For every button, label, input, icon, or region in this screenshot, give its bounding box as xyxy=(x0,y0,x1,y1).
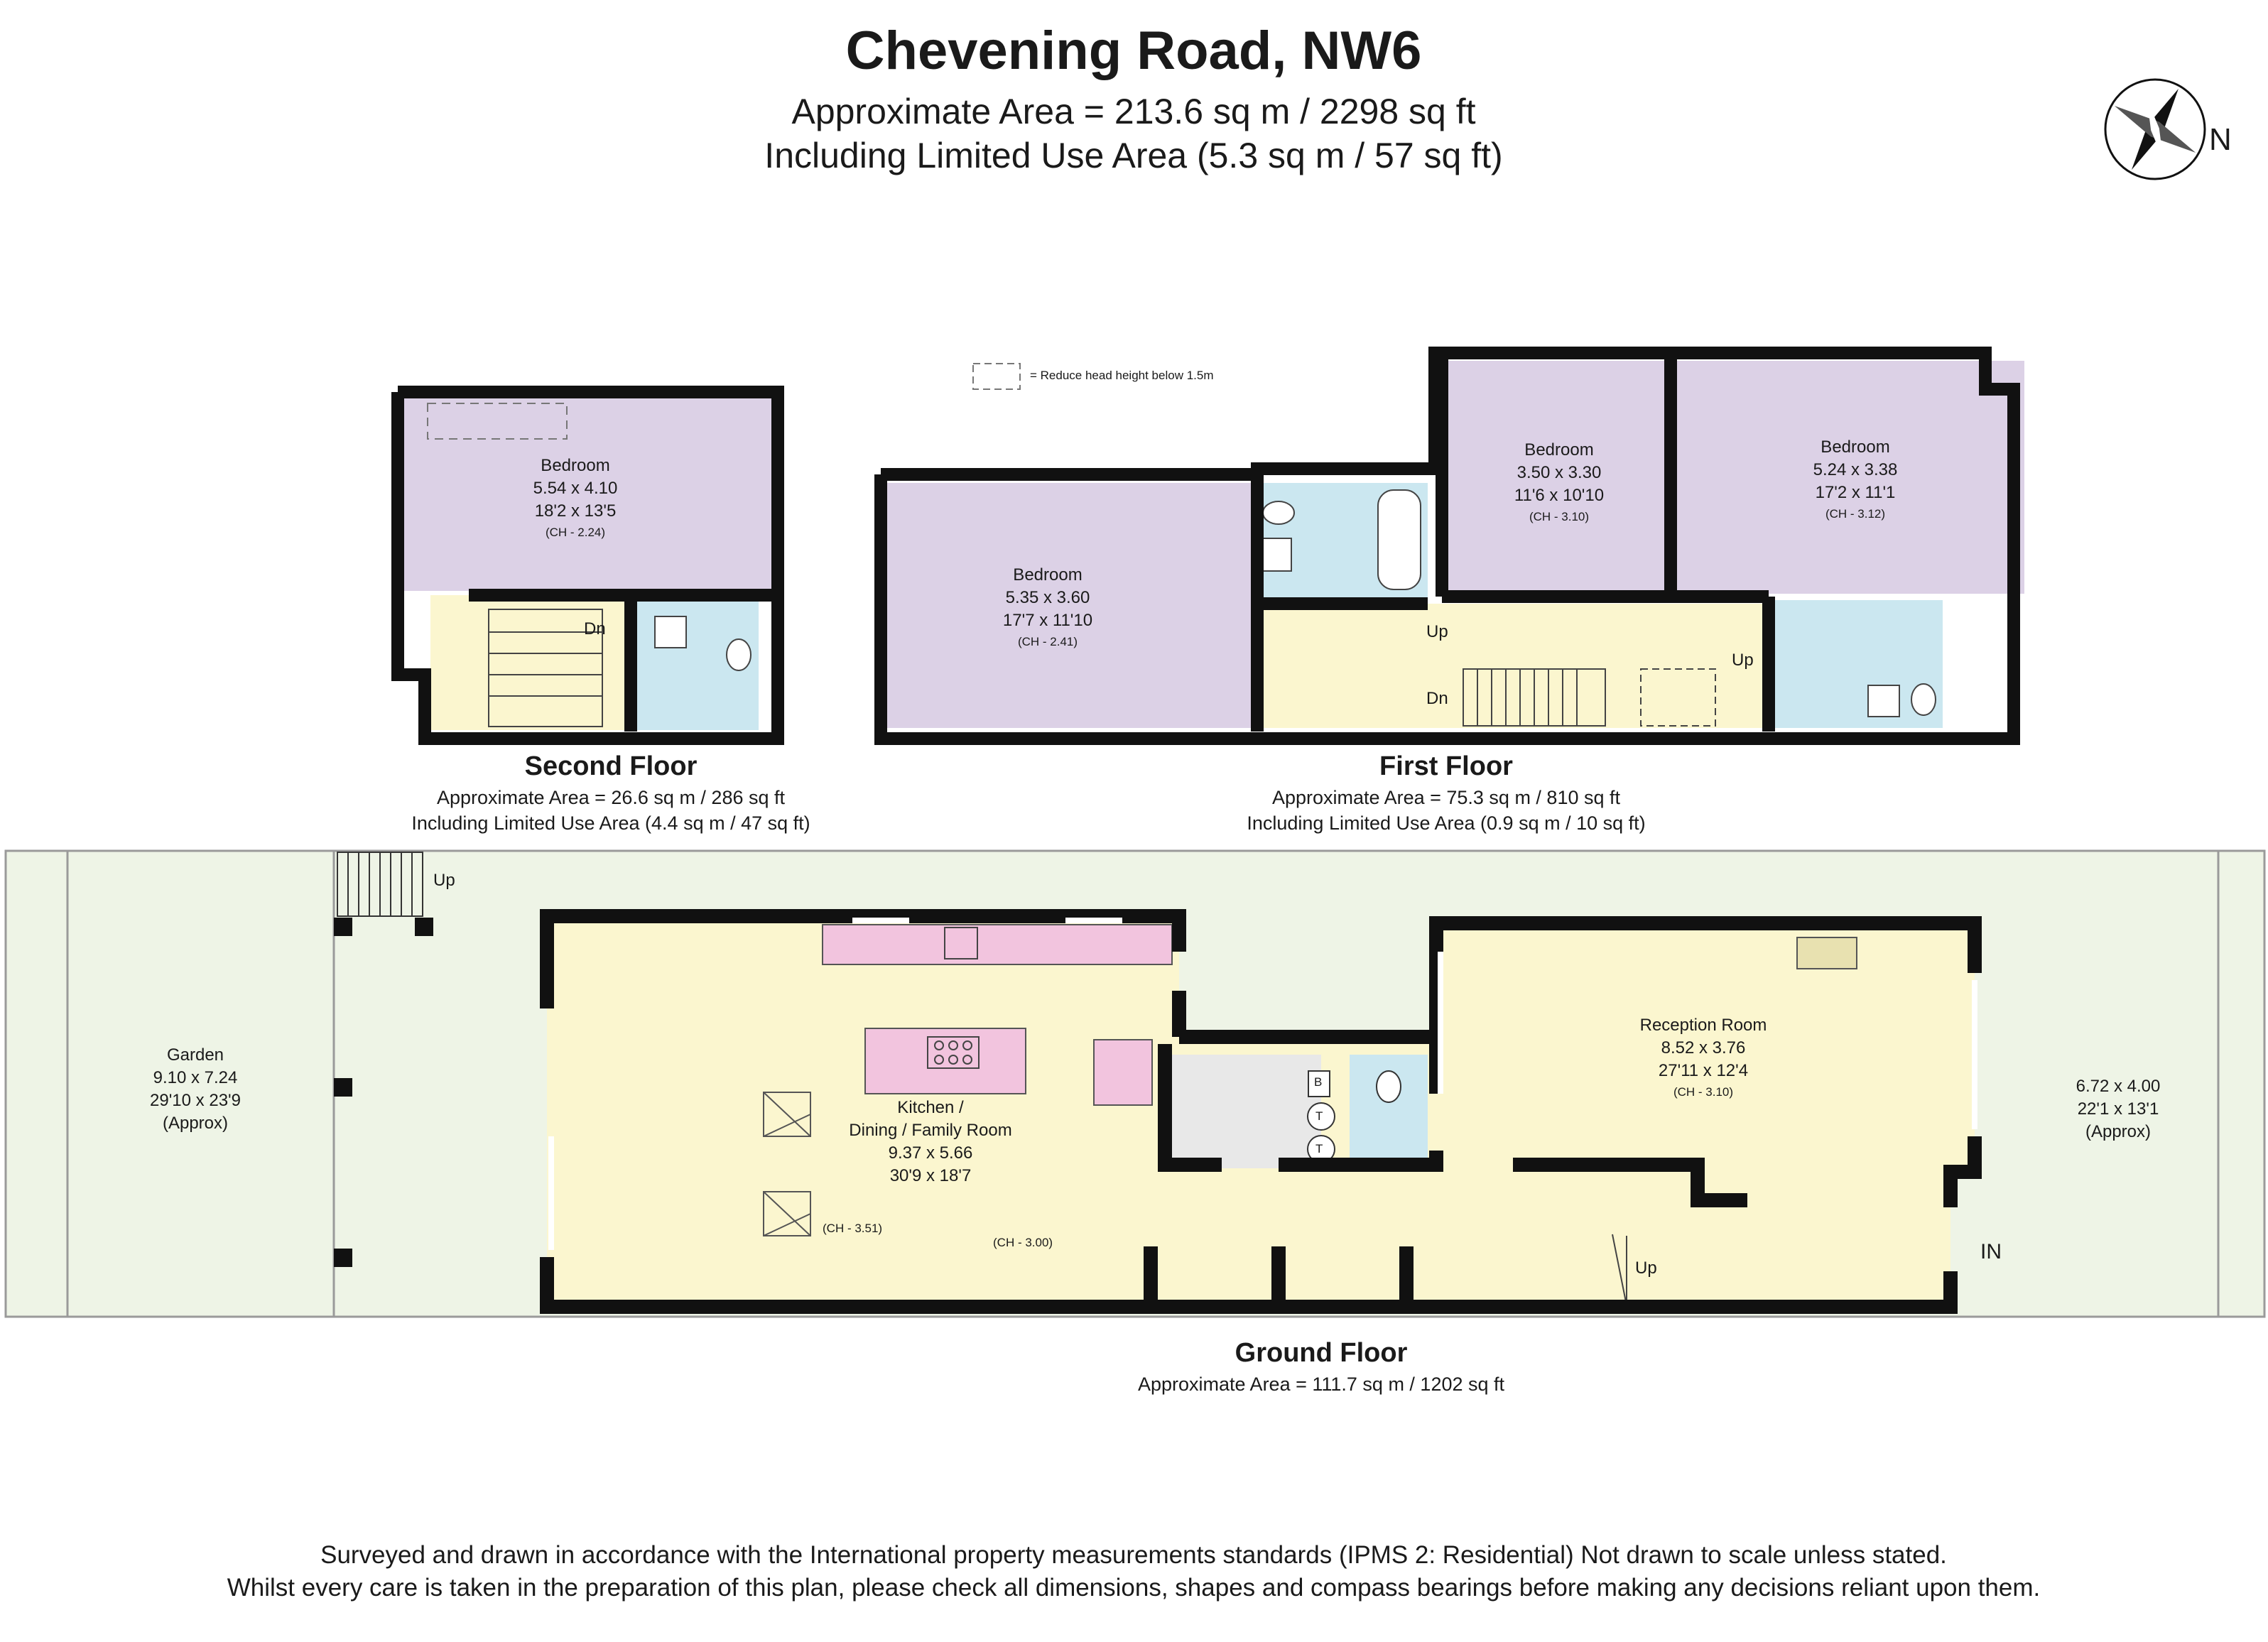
limited-use-area: Including Limited Use Area (5.3 sq m / 5… xyxy=(764,136,1503,175)
second-floor-walls xyxy=(391,386,784,745)
ground-floor-walls xyxy=(540,909,1982,1314)
entrance-label: IN xyxy=(1980,1240,2002,1263)
pantry-unit xyxy=(1093,1039,1153,1106)
first-floor-title: First Floor xyxy=(1379,751,1513,781)
fireplace-icon xyxy=(1796,937,1857,969)
room-name: Bedroom xyxy=(1013,565,1083,585)
front-garden-dimensions-imperial: 22'1 x 13'1 xyxy=(2077,1099,2159,1119)
utility-room xyxy=(1165,1055,1321,1168)
legend-dashed-box xyxy=(972,363,1021,390)
ground-floor-title: Ground Floor xyxy=(1235,1338,1408,1368)
kitchen-counter xyxy=(822,924,1173,965)
tank-label: T xyxy=(1315,1109,1323,1123)
hall-stairs-up-label: Up xyxy=(1635,1258,1657,1278)
stairs-down-label: Dn xyxy=(1426,689,1448,708)
front-garden-dimensions-metric: 6.72 x 4.00 xyxy=(2076,1077,2161,1096)
ceiling-height: (CH - 3.00) xyxy=(993,1236,1053,1249)
room-dimensions-imperial: 30'9 x 18'7 xyxy=(889,1166,972,1185)
room-dimensions-imperial: 18'2 x 13'5 xyxy=(534,501,617,521)
low-head-height-zone xyxy=(427,403,568,440)
disclaimer-line-2: Whilst every care is taken in the prepar… xyxy=(227,1574,2041,1602)
room-dimensions-metric: 5.24 x 3.38 xyxy=(1813,460,1898,479)
toilet-icon xyxy=(1376,1070,1401,1103)
ceiling-height: (CH - 3.12) xyxy=(1825,507,1886,521)
toilet-icon xyxy=(726,638,752,671)
room-name: Bedroom xyxy=(1821,437,1890,457)
hall-stairs xyxy=(1612,1234,1627,1306)
patio-post xyxy=(334,1249,352,1267)
landing-fill xyxy=(1257,604,1769,728)
ceiling-height: (CH - 2.24) xyxy=(545,526,606,539)
ceiling-height: (CH - 3.10) xyxy=(1529,510,1590,523)
ground-floor-area: Approximate Area = 111.7 sq m / 1202 sq … xyxy=(1137,1374,1505,1395)
second-floor-limited-area: Including Limited Use Area (4.4 sq m / 4… xyxy=(411,812,810,834)
skylight-icon xyxy=(763,1092,811,1236)
bath-icon xyxy=(1377,489,1421,590)
room-name-line2: Dining / Family Room xyxy=(849,1121,1012,1140)
first-floor-area: Approximate Area = 75.3 sq m / 810 sq ft xyxy=(1271,787,1621,808)
first-floor-stairs xyxy=(1463,668,1716,727)
second-floor-title: Second Floor xyxy=(524,751,698,781)
bedroom-3-fill xyxy=(1676,361,2024,594)
second-floor xyxy=(391,386,784,745)
front-garden-approx-note: (Approx) xyxy=(2085,1122,2152,1141)
garden-steps xyxy=(337,852,423,917)
sink-icon xyxy=(944,927,978,959)
legend-text: = Reduce head height below 1.5m xyxy=(1030,369,1214,382)
second-floor-stairs xyxy=(488,609,603,727)
room-dimensions-imperial: 17'2 x 11'1 xyxy=(1815,483,1896,502)
page-title: Chevening Road, NW6 xyxy=(845,21,1422,81)
total-area: Approximate Area = 213.6 sq m / 2298 sq … xyxy=(791,92,1476,131)
room-name: Bedroom xyxy=(541,456,610,475)
patio-post xyxy=(334,1078,352,1097)
room-dimensions-metric: 8.52 x 3.76 xyxy=(1661,1038,1746,1057)
first-floor-limited-area: Including Limited Use Area (0.9 sq m / 1… xyxy=(1247,812,1646,834)
stairs-down-label: Dn xyxy=(584,619,606,638)
patio-post xyxy=(334,918,352,936)
tank-icon xyxy=(1307,1102,1335,1131)
toilet-icon xyxy=(1911,683,1936,716)
ceiling-height: (CH - 2.41) xyxy=(1017,635,1078,648)
compass-rose-icon xyxy=(2104,78,2206,180)
toilet-icon xyxy=(1262,501,1295,525)
bedroom-1-fill xyxy=(881,483,1257,728)
room-dimensions-imperial: 27'11 x 12'4 xyxy=(1658,1061,1749,1080)
room-dimensions-imperial: 11'6 x 10'10 xyxy=(1514,486,1605,505)
boiler-box xyxy=(1308,1070,1330,1097)
basin-icon xyxy=(1262,538,1292,572)
tank-label: T xyxy=(1315,1142,1323,1156)
room-name: Bedroom xyxy=(1524,440,1594,460)
room-dimensions-metric: 5.54 x 4.10 xyxy=(533,479,618,498)
room-name: Kitchen / xyxy=(897,1098,964,1117)
garden-dimensions-metric: 9.10 x 7.24 xyxy=(153,1068,238,1087)
garden-dimensions-imperial: 29'10 x 23'9 xyxy=(150,1091,241,1110)
boiler-label: B xyxy=(1314,1075,1323,1089)
second-bedroom-fill xyxy=(403,398,773,591)
basin-icon xyxy=(1867,685,1900,717)
hob-icon xyxy=(927,1036,980,1069)
patio-post xyxy=(415,918,433,936)
basin-icon xyxy=(654,616,687,648)
second-floor-area: Approximate Area = 26.6 sq m / 286 sq ft xyxy=(436,787,786,808)
bedroom-2-fill xyxy=(1442,361,1669,594)
second-landing-fill xyxy=(430,595,631,730)
kitchen-island xyxy=(864,1028,1026,1094)
room-dimensions-metric: 5.35 x 3.60 xyxy=(1005,588,1090,607)
garden-name: Garden xyxy=(166,1045,224,1065)
stairs-up-label: Up xyxy=(1426,622,1448,641)
ceiling-height-skylight: (CH - 3.51) xyxy=(823,1222,883,1235)
room-dimensions-imperial: 17'7 x 11'10 xyxy=(1002,611,1093,630)
compass-north-label: N xyxy=(2209,122,2232,157)
disclaimer-line-1: Surveyed and drawn in accordance with th… xyxy=(320,1541,1947,1569)
garden-stairs-up-label: Up xyxy=(433,871,455,890)
ceiling-height: (CH - 3.10) xyxy=(1673,1085,1734,1099)
stairs-up-label: Up xyxy=(1732,651,1754,670)
first-floor-walls xyxy=(874,347,2020,745)
room-name: Reception Room xyxy=(1639,1016,1767,1035)
room-dimensions-metric: 3.50 x 3.30 xyxy=(1516,463,1602,482)
first-floor xyxy=(874,347,2024,745)
garden-approx-note: (Approx) xyxy=(162,1114,229,1133)
room-dimensions-metric: 9.37 x 5.66 xyxy=(888,1143,973,1163)
